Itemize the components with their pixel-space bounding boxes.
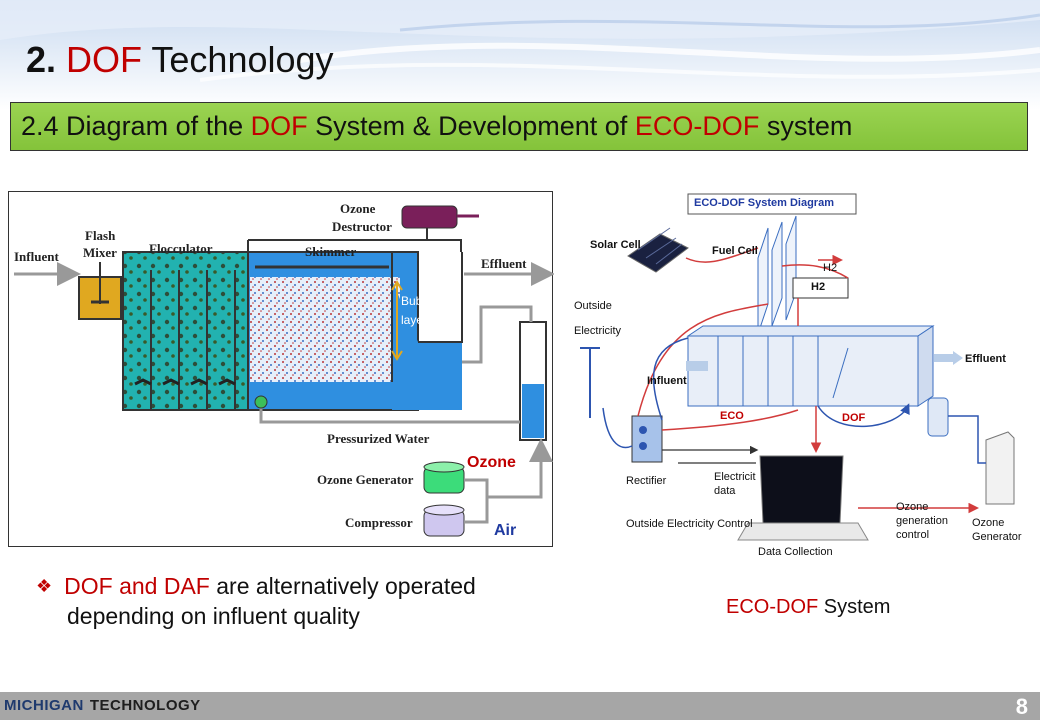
eco-dof-caption: ECO-DOF System xyxy=(726,596,890,619)
label-h2-box: H2 xyxy=(811,281,826,293)
label-flocculator: Flocculator xyxy=(149,241,213,256)
subtitle-eco-dof: ECO-DOF xyxy=(634,111,760,141)
title-dof: DOF xyxy=(66,39,143,80)
bubble-cloud xyxy=(250,277,400,382)
page-number: 8 xyxy=(1015,694,1028,719)
label-skimmer: Skimmer xyxy=(305,244,357,259)
ozone-generator-box xyxy=(985,431,1015,505)
rectifier-box xyxy=(631,415,663,463)
label-mixer: Mixer xyxy=(83,245,117,260)
label-outside: Outside xyxy=(574,300,612,312)
solar-panel xyxy=(627,233,689,273)
label-ozone-generator-2: Generator xyxy=(972,531,1022,543)
subtitle-part: System & Development of xyxy=(315,111,628,141)
laptop xyxy=(759,455,844,524)
label-ozone-gen-1: Ozone xyxy=(896,501,929,513)
label-ozone: Ozone xyxy=(340,201,376,216)
dof-system-diagram: Influent Flash Mixer Flocculator Ozone D… xyxy=(8,191,554,547)
flocculator-tank xyxy=(122,251,249,411)
subtitle-banner: 2.4 Diagram of the DOF System & Developm… xyxy=(10,102,1028,151)
caption-rest: System xyxy=(823,596,891,618)
label-electricity: Electricity xyxy=(574,325,622,337)
bullet-point: ❖DOF and DAF are alternatively operated … xyxy=(36,571,476,631)
label-influent: Influent xyxy=(14,249,59,264)
logo-tech: TECHNOLOGY xyxy=(89,697,201,714)
skimmer-hood xyxy=(247,239,462,252)
ozone-destructor xyxy=(401,205,458,229)
label-layer: layer xyxy=(401,313,428,327)
label-solar-cell: Solar Cell xyxy=(590,239,641,251)
label-dof: DOF xyxy=(842,412,866,424)
bullet-text-2: depending on influent quality xyxy=(67,603,360,629)
subtitle-dof: DOF xyxy=(250,111,308,141)
footer-bar: MICHIGAN TECHNOLOGY 8 xyxy=(0,692,1040,720)
label-influent: Influent xyxy=(647,375,687,387)
label-air: Air xyxy=(494,522,517,539)
logo-main: MICHIGAN xyxy=(4,697,84,714)
label-ozone-generator-1: Ozone xyxy=(972,517,1005,529)
title-number: 2. xyxy=(26,39,57,80)
label-pressurized-water: Pressurized Water xyxy=(327,431,430,446)
diamond-bullet-icon: ❖ xyxy=(36,576,53,596)
bullet-text-1: are alternatively operated xyxy=(216,573,476,599)
michigan-technology-logo: MICHIGAN TECHNOLOGY xyxy=(4,697,201,714)
label-data: data xyxy=(714,485,736,497)
label-ozone-gen-2: generation xyxy=(896,515,948,527)
bullet-red-text: DOF and DAF xyxy=(64,573,210,599)
label-destructor: Destructor xyxy=(332,219,392,234)
h2-box xyxy=(792,277,849,299)
label-compressor: Compressor xyxy=(345,515,413,530)
label-ozone-gen-3: control xyxy=(896,529,930,541)
eco-dof-diagram-drawing xyxy=(580,193,1015,541)
label-ozone-generator: Ozone Generator xyxy=(317,472,414,487)
reactor-box xyxy=(686,325,935,337)
label-h2-top: H2 xyxy=(823,262,838,274)
label-rectifier: Rectifier xyxy=(626,475,667,487)
label-flash: Flash xyxy=(85,228,116,243)
dof-diagram-drawing xyxy=(14,205,554,537)
label-data-collection: Data Collection xyxy=(758,546,833,558)
caption-red: ECO-DOF xyxy=(726,596,819,618)
effluent-tank xyxy=(927,397,949,437)
label-outside-electricity-control: Outside Electricity Control xyxy=(626,518,753,530)
label-fuel-cell: Fuel Cell xyxy=(712,245,758,257)
label-effluent: Effluent xyxy=(965,353,1006,365)
eco-title-box xyxy=(687,193,857,215)
eco-dof-system-diagram: ECO-DOF System Diagram Solar Cell Fuel C… xyxy=(568,188,1030,568)
fuel-cell-stack xyxy=(757,215,797,335)
label-eco: ECO xyxy=(720,410,744,422)
label-effluent: Effluent xyxy=(481,256,527,271)
title-rest: Technology xyxy=(151,39,334,80)
label-ozone-red: Ozone xyxy=(467,454,516,471)
slide-title: 2. DOF Technology xyxy=(26,38,334,82)
label-electricit: Electricit xyxy=(714,471,756,483)
header-wave-background xyxy=(0,0,1040,110)
subtitle-part: 2.4 Diagram of the xyxy=(21,111,244,141)
eco-title: ECO-DOF System Diagram xyxy=(694,197,834,209)
label-bubble: Bubble xyxy=(401,294,439,308)
subtitle-part: system xyxy=(766,111,853,141)
